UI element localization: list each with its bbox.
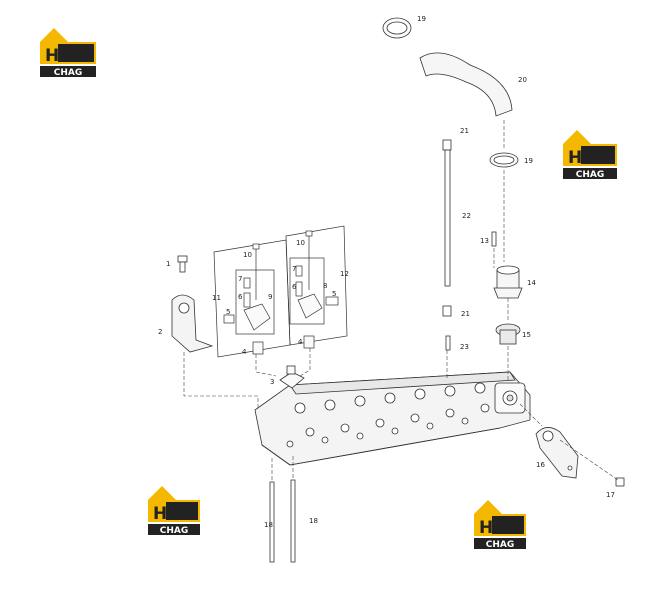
callout-22: 22 bbox=[462, 212, 471, 220]
water-hose-20 bbox=[419, 52, 513, 117]
clamp-19-top bbox=[382, 17, 412, 39]
svg-text:CHAG: CHAG bbox=[576, 170, 605, 180]
svg-text:H3: H3 bbox=[153, 504, 179, 524]
brand-logo-bottom-right: H3 CHAG bbox=[474, 500, 526, 550]
callout-7: 7 bbox=[238, 275, 242, 283]
callout-12: 12 bbox=[340, 270, 349, 278]
thermostat-15 bbox=[495, 323, 521, 345]
callout-6: 6 bbox=[292, 283, 297, 291]
callout-21: 21 bbox=[461, 310, 470, 318]
clamp-19-lower bbox=[489, 152, 519, 168]
svg-text:CHAG: CHAG bbox=[486, 540, 515, 550]
callout-7: 7 bbox=[292, 265, 296, 273]
svg-text:CHAG: CHAG bbox=[160, 526, 189, 536]
thermostat-housing-14 bbox=[493, 265, 523, 299]
callout-10: 10 bbox=[243, 251, 252, 259]
bolt-13 bbox=[491, 231, 497, 247]
callout-2: 2 bbox=[158, 328, 162, 336]
callout-19: 19 bbox=[417, 15, 426, 23]
svg-text:H3: H3 bbox=[568, 148, 594, 168]
push-rods-18 bbox=[269, 479, 296, 563]
callout-18: 18 bbox=[264, 521, 273, 529]
callout-20: 20 bbox=[518, 76, 527, 84]
callout-13: 13 bbox=[480, 237, 489, 245]
cylinder-head bbox=[254, 371, 531, 466]
long-stud-22 bbox=[442, 139, 452, 351]
callout-11: 11 bbox=[212, 294, 221, 302]
assembly-leader-lines bbox=[183, 120, 619, 481]
rocker-assembly-12 bbox=[285, 225, 348, 349]
lifting-bracket-2 bbox=[171, 294, 214, 353]
callout-5: 5 bbox=[332, 290, 336, 298]
callout-15: 15 bbox=[522, 331, 531, 339]
callout-1: 1 bbox=[166, 260, 170, 268]
callout-17: 17 bbox=[606, 491, 615, 499]
fitting-3 bbox=[279, 365, 305, 389]
callout-19: 19 bbox=[524, 157, 533, 165]
callout-10: 10 bbox=[296, 239, 305, 247]
bolt-17 bbox=[615, 477, 625, 487]
brand-logo-top-left: H3 CHAG bbox=[40, 28, 96, 78]
callout-9: 9 bbox=[268, 293, 272, 301]
bracket-16 bbox=[535, 427, 579, 479]
callout-18: 18 bbox=[309, 517, 318, 525]
callout-6: 6 bbox=[238, 293, 243, 301]
svg-text:H3: H3 bbox=[45, 46, 71, 66]
callout-5: 5 bbox=[226, 308, 230, 316]
rocker-assembly-11 bbox=[213, 239, 291, 358]
svg-text:CHAG: CHAG bbox=[54, 68, 83, 78]
brand-logo-right: H3 CHAG bbox=[563, 130, 617, 180]
callout-labels: 1 2 3 4 4 5 5 6 6 7 7 8 9 10 10 11 12 13… bbox=[158, 15, 615, 529]
callout-4: 4 bbox=[242, 348, 247, 356]
svg-text:H3: H3 bbox=[479, 518, 505, 538]
brand-logo-bottom-left: H3 CHAG bbox=[148, 486, 200, 536]
callout-4: 4 bbox=[298, 338, 303, 346]
callout-3: 3 bbox=[270, 378, 274, 386]
callout-8: 8 bbox=[323, 282, 327, 290]
bolt-1 bbox=[177, 255, 188, 273]
callout-21: 21 bbox=[460, 127, 469, 135]
callout-16: 16 bbox=[536, 461, 545, 469]
callout-14: 14 bbox=[527, 279, 536, 287]
callout-23: 23 bbox=[460, 343, 469, 351]
